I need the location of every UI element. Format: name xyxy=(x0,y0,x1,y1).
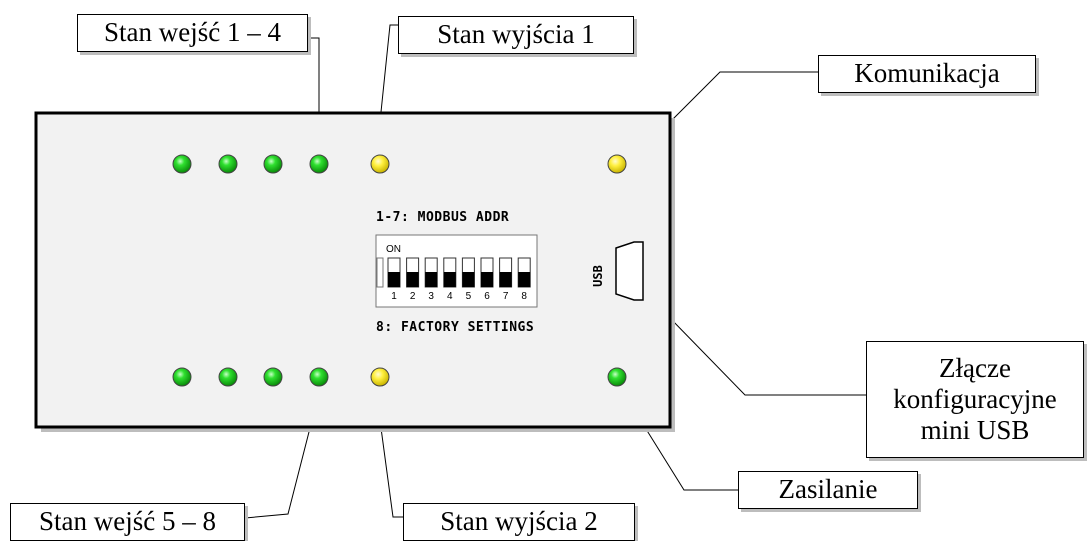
dip-edge-tab xyxy=(376,257,384,288)
led-input-3 xyxy=(263,154,283,174)
usb-text: USB xyxy=(591,265,605,287)
dip-switch-number-7: 7 xyxy=(503,291,509,302)
led-input-2 xyxy=(218,154,238,174)
dip-switch-knob-8 xyxy=(518,272,531,287)
label-usb-connector-line2: konfiguracyjne xyxy=(893,383,1057,414)
dip-switch-knob-2 xyxy=(406,272,419,287)
dip-switch-number-8: 8 xyxy=(521,291,527,302)
led-input-8 xyxy=(309,367,329,387)
led-output-2 xyxy=(370,367,390,387)
dip-switch-number-2: 2 xyxy=(410,291,416,302)
led-power xyxy=(607,367,627,387)
dip-switch-number-1: 1 xyxy=(391,291,397,302)
label-communication: Komunikacja xyxy=(818,55,1036,93)
led-output-1 xyxy=(370,154,390,174)
leader-output-1 xyxy=(380,24,398,113)
leader-communication xyxy=(669,71,818,123)
label-usb-connector-line3: mini USB xyxy=(920,415,1030,446)
dip-switch-knob-3 xyxy=(425,272,438,287)
led-input-4 xyxy=(309,154,329,174)
dip-switch-knob-4 xyxy=(443,272,456,287)
dip-switch-number-4: 4 xyxy=(447,291,453,302)
dip-switch-knob-7 xyxy=(499,272,512,287)
led-input-1 xyxy=(172,154,192,174)
device-board xyxy=(34,111,672,429)
dip-switch-number-3: 3 xyxy=(428,291,434,302)
modbus-addr-text: 1-7: MODBUS ADDR xyxy=(376,210,509,225)
dip-on-label: ON xyxy=(386,244,401,255)
led-input-6 xyxy=(218,367,238,387)
leader-power xyxy=(645,428,738,491)
factory-settings-text: 8: FACTORY SETTINGS xyxy=(376,320,534,335)
leader-inputs-5-8 xyxy=(244,427,311,519)
led-input-5 xyxy=(172,367,192,387)
label-inputs-5-8: Stan wejść 5 – 8 xyxy=(10,503,245,541)
dip-switches: 1 2 3 4 5 6 7 8 xyxy=(387,257,531,302)
mini-usb-port xyxy=(615,241,644,301)
label-inputs-1-4: Stan wejść 1 – 4 xyxy=(77,14,308,52)
label-usb-connector-line1: Złącze xyxy=(939,352,1011,383)
dip-switch-number-6: 6 xyxy=(484,291,490,302)
label-output-2: Stan wyjścia 2 xyxy=(403,503,635,541)
dip-switch-knob-1 xyxy=(388,272,400,287)
leader-usb-connector xyxy=(668,316,866,396)
led-input-7 xyxy=(263,367,283,387)
dip-switch-number-5: 5 xyxy=(466,291,472,302)
led-communication xyxy=(607,154,627,174)
leader-output-2 xyxy=(380,427,403,518)
leader-lines xyxy=(244,24,866,519)
label-power: Zasilanie xyxy=(738,471,918,509)
dip-switch-knob-5 xyxy=(462,272,475,287)
label-usb-connector: Złącze konfiguracyjne mini USB xyxy=(866,341,1084,458)
leader-inputs-1-4 xyxy=(308,37,320,112)
label-output-1: Stan wyjścia 1 xyxy=(398,16,634,54)
dip-switch-knob-6 xyxy=(481,272,493,287)
